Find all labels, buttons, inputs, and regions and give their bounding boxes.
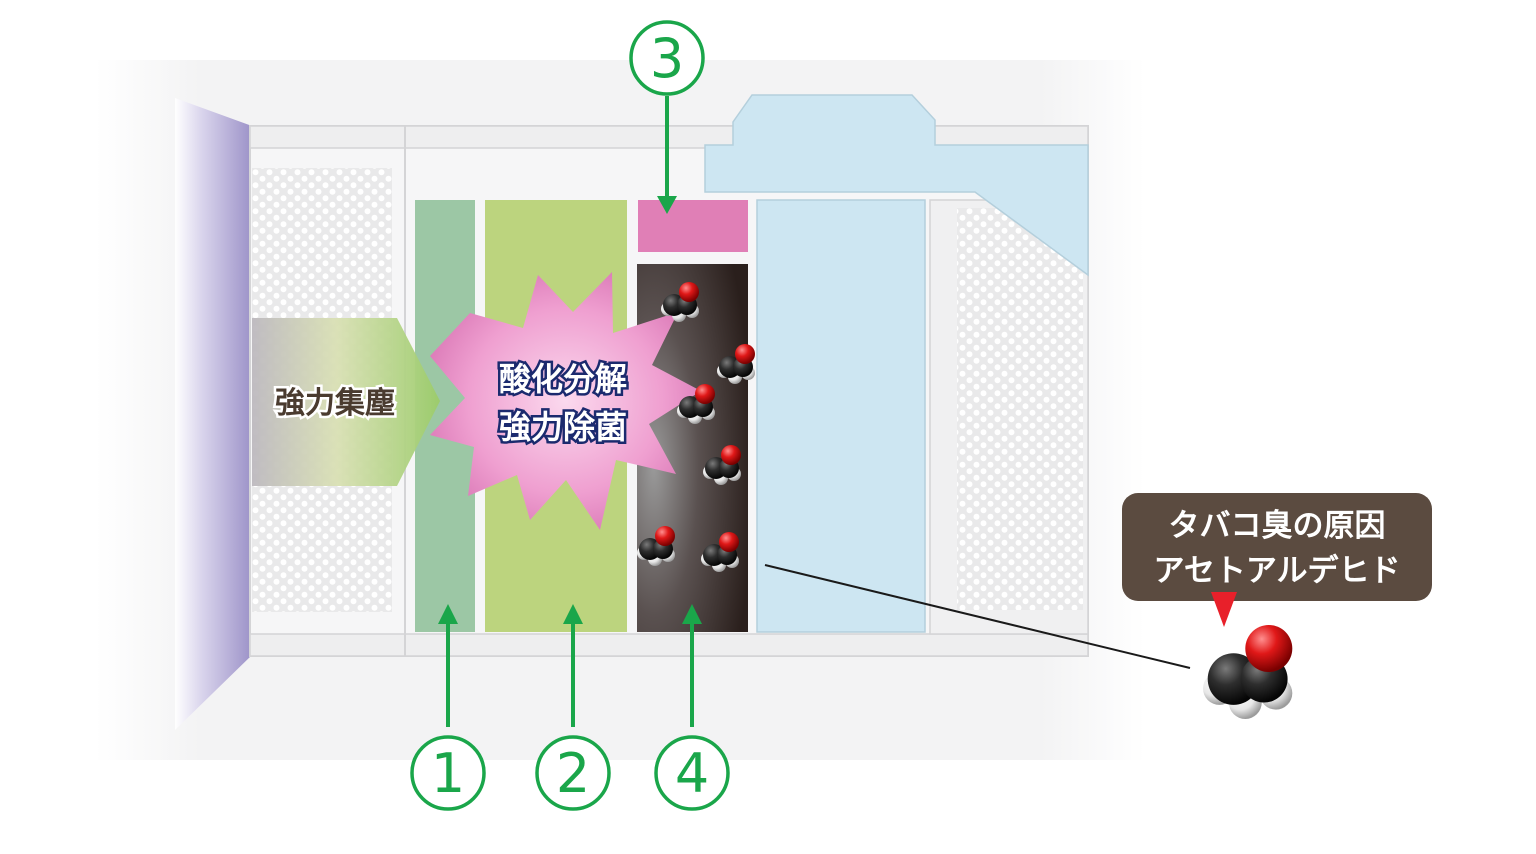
blue-filter-panel [756, 199, 926, 633]
starburst-shape [430, 272, 701, 530]
callout-label-line1: タバコ臭の原因 [1169, 508, 1386, 544]
wall-panel [175, 98, 252, 730]
outlet-grille [957, 208, 1083, 610]
leader-line [764, 564, 1191, 669]
marker-3: 3 [629, 20, 705, 214]
callout-label-line2: アセトアルデヒド [1153, 553, 1400, 589]
marker-1: 1 [410, 604, 486, 811]
filter-3 [638, 200, 748, 252]
marker-3-label: 3 [650, 27, 684, 90]
burst-label-line1: 酸化分解 [499, 360, 627, 398]
top-blue-panel [704, 94, 1089, 277]
marker-4: 4 [654, 604, 730, 811]
intake-label: 強力集塵 [275, 386, 395, 421]
airflow-arrow [252, 318, 440, 486]
burst-label-line2: 強力除菌 [499, 408, 627, 446]
marker-2: 2 [535, 604, 611, 811]
marker-4-label: 4 [675, 742, 709, 805]
callout-box: タバコ臭の原因 アセトアルデヒド [1122, 493, 1432, 601]
callout-pointer [1211, 592, 1237, 627]
marker-1-label: 1 [431, 742, 465, 805]
marker-2-label: 2 [556, 742, 590, 805]
acetaldehyde-molecule-icon [1203, 625, 1293, 719]
